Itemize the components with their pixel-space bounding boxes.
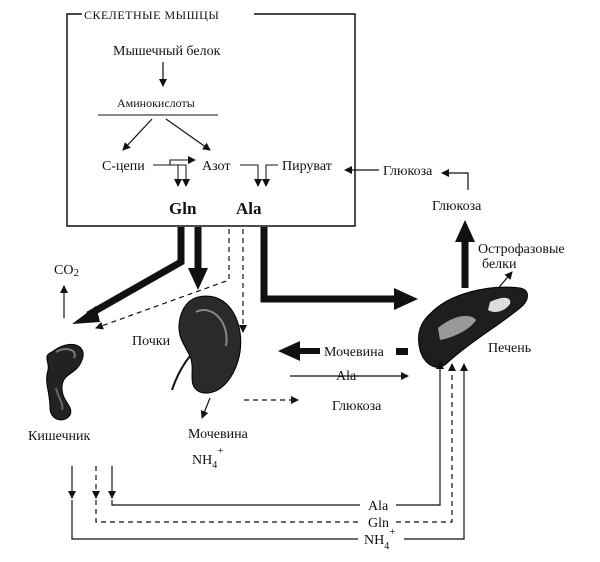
muscle-title: СКЕЛЕТНЫЕ МЫШЦЫ — [84, 8, 219, 22]
bottom-nh4-main: NH — [364, 533, 384, 548]
bottom-nh4-sup: + — [389, 526, 395, 538]
kidney-label: Почки — [132, 334, 171, 349]
urea-block — [396, 348, 408, 355]
cchains-branch-arrow-2 — [170, 164, 190, 187]
glucose-out-label: Глюкоза — [432, 199, 482, 214]
co2-label: CO2 — [54, 263, 79, 279]
co2-main: CO — [54, 263, 73, 278]
kidney-urea-label: Мочевина — [188, 427, 249, 442]
pyruvate-branch-arrow — [262, 164, 278, 187]
amino-acids-label: Аминокислоты — [117, 96, 195, 110]
kidney-nh4-main: NH — [192, 453, 212, 468]
kidney-nh4-sub: 4 — [212, 460, 217, 471]
amino-to-nitrogen-arrow — [165, 118, 211, 151]
kidney-nh4-sup: + — [217, 445, 223, 457]
nitrogen-branch-arrow — [240, 164, 262, 187]
bottom-nh4-line — [71, 500, 358, 540]
urea-to-kidney-arrow — [278, 341, 300, 361]
pyruvate-label: Пируват — [282, 159, 332, 174]
kidney-to-urea-arrow — [200, 397, 211, 419]
bottom-gln-to-liver-arrow — [396, 363, 456, 523]
ala-to-liver-arrow — [260, 227, 396, 303]
co2-sub: 2 — [73, 267, 79, 279]
intestine-shape — [46, 343, 84, 421]
liver-label: Печень — [488, 341, 531, 356]
nitrogen-label: Азот — [202, 159, 231, 174]
kidney-shape — [178, 295, 242, 394]
liver-urea-label: Мочевина — [324, 345, 385, 360]
cchains-to-nitrogen-arrow — [153, 156, 196, 166]
bottom-gln-label: Gln — [368, 516, 389, 531]
amino-to-cchains-arrow — [122, 118, 153, 151]
bottom-nh4-to-liver-arrow — [404, 363, 468, 540]
gln-to-kidney-arrow — [188, 268, 208, 290]
intestine-label: Кишечник — [28, 429, 91, 444]
bottom-nh4-label: NH4+ — [364, 526, 395, 552]
acute-phase-label-2: белки — [482, 257, 517, 272]
bottom-nh4-sub: 4 — [384, 541, 389, 552]
bottom-gln-line — [95, 500, 360, 523]
gln-to-intestine-arrow — [86, 227, 185, 319]
gln-label: Gln — [169, 199, 197, 218]
kidney-nh4-label: NH4+ — [192, 445, 223, 471]
muscle-protein-label: Мышечный белок — [113, 44, 221, 59]
acute-phase-label-1: Острофазовые — [478, 242, 565, 257]
gln-dashed-to-intestine-arrow — [95, 229, 230, 330]
c-chains-label: С-цепи — [102, 159, 145, 174]
glucose-out-to-in-arrow — [441, 169, 469, 190]
glucose-in-label: Глюкоза — [383, 164, 433, 179]
bottom-ala-label: Ala — [368, 499, 389, 514]
kidney-glucose-label: Глюкоза — [332, 399, 382, 414]
liver-to-glucose-arrow — [455, 220, 475, 242]
ala-label: Ala — [236, 199, 262, 218]
kidney-ala-label: Ala — [336, 369, 357, 384]
cchains-branch-arrow — [160, 164, 182, 187]
bottom-ala-to-liver-arrow — [396, 361, 444, 506]
bottom-ala-line — [111, 500, 360, 506]
